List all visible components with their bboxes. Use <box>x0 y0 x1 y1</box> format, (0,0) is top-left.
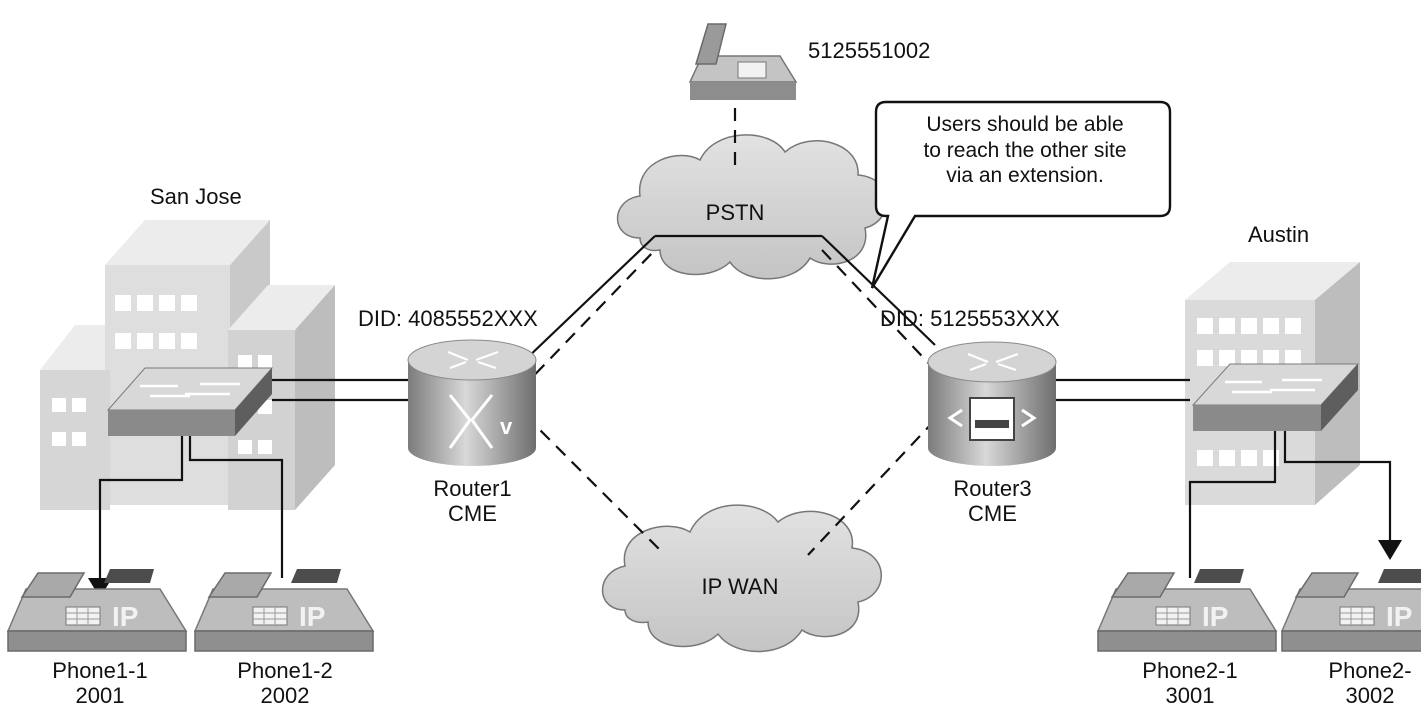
ip-phone-icon <box>1097 568 1277 652</box>
router3-name: Router3 <box>953 476 1032 501</box>
phone-label: Phone2-1 3001 <box>1130 658 1250 709</box>
ip-phone-icon <box>1281 568 1421 652</box>
analog-phone-icon <box>688 23 798 100</box>
phone-extension: 2001 <box>75 683 125 709</box>
switch-icon <box>106 367 274 436</box>
phone-name: Phone2-1 <box>1142 658 1238 683</box>
pstn-cloud-label: PSTN <box>705 200 765 225</box>
phone-label: Phone1-2 2002 <box>225 658 345 709</box>
did-label-austin: DID: 5125553XXX <box>880 306 1060 331</box>
callout-line: via an extension. <box>946 164 1104 188</box>
cloud-icon <box>601 504 882 653</box>
router1-label: Router1 CME <box>405 476 540 527</box>
ipwan-cloud-label: IP WAN <box>701 574 779 599</box>
site-name-austin: Austin <box>1248 222 1310 247</box>
dashed-links <box>519 108 936 556</box>
phone-extension: 2002 <box>260 683 310 709</box>
router-icon: v <box>407 339 537 466</box>
phone-label: Phone2- 3002 <box>1320 658 1420 709</box>
phone-extension: 3001 <box>1165 683 1215 709</box>
site-name-san-jose: San Jose <box>150 184 242 209</box>
pstn-phone-number: 5125551002 <box>808 38 931 63</box>
phone-name: Phone1-2 <box>237 658 333 683</box>
callout-line: Users should be able <box>926 113 1124 136</box>
callout-text: Users should be able to reach the other … <box>880 112 1170 189</box>
callout-line: to reach the other site <box>923 138 1127 162</box>
svg-text:v: v <box>500 414 513 439</box>
phone-name: Phone1-1 <box>52 658 148 683</box>
phone-extension: 3002 <box>1345 683 1395 709</box>
router-icon <box>927 341 1057 466</box>
router3-label: Router3 CME <box>925 476 1060 527</box>
router1-name: Router1 <box>433 476 512 501</box>
phone-name: Phone2- <box>1328 658 1412 683</box>
callout-bubble <box>870 100 1172 289</box>
switch-icon <box>1191 363 1360 431</box>
building-icon <box>40 220 335 510</box>
router1-role: CME <box>448 501 497 527</box>
did-label-san-jose: DID: 4085552XXX <box>358 306 538 331</box>
phone-label: Phone1-1 2001 <box>40 658 160 709</box>
router3-role: CME <box>968 501 1017 527</box>
ip-phone-icon <box>194 568 374 652</box>
